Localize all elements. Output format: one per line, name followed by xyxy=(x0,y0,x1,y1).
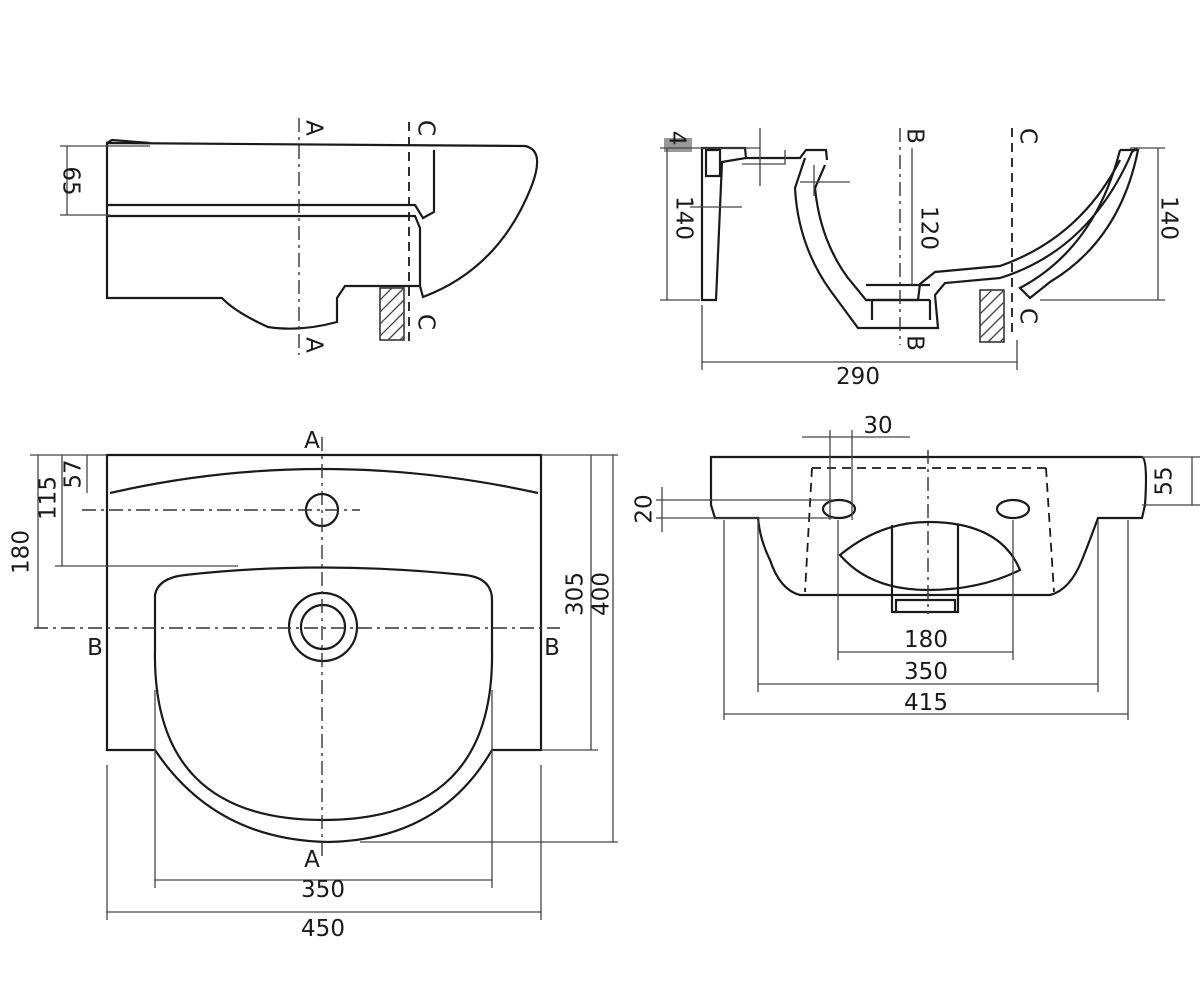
top-mark-a-top: A xyxy=(304,428,320,454)
front-hidden-right xyxy=(1045,467,1055,593)
top-view: 57 115 180 305 400 350 450 A A B B xyxy=(9,428,618,942)
bb-right-rim xyxy=(1018,148,1140,300)
top-mark-b-right: B xyxy=(544,635,560,661)
bb-tap-hole xyxy=(742,128,850,196)
aa-inner-edge xyxy=(107,214,422,286)
aa-top-lip xyxy=(106,138,151,145)
top-drain-inner xyxy=(299,603,347,651)
bb-mark-b-top: B xyxy=(902,128,928,144)
front-dim-180-label: 180 xyxy=(904,627,948,653)
front-dim-30-label: 30 xyxy=(863,413,892,439)
bb-dim-290 xyxy=(701,305,1018,370)
front-dims-bottom xyxy=(723,520,1129,720)
top-dim-400: 400 xyxy=(589,572,615,616)
bb-mark-c-top: C xyxy=(1015,128,1041,144)
front-drain xyxy=(890,525,960,614)
top-dim-305: 305 xyxy=(563,572,589,616)
front-tap-hole-left xyxy=(821,498,857,520)
bb-dim-140-left-label: 140 xyxy=(671,196,697,240)
section-bb-view: 4 140 120 140 290 B B C C xyxy=(660,128,1182,390)
front-tap-hole-right xyxy=(995,498,1031,520)
top-mark-b-left: B xyxy=(87,635,103,661)
bb-dim-140-right xyxy=(1040,147,1165,301)
aa-dim-65-label: 65 xyxy=(58,166,84,195)
front-dim-30 xyxy=(802,430,910,520)
front-dim-55-label: 55 xyxy=(1152,466,1178,495)
aa-wall-hatch xyxy=(379,287,405,341)
top-dim-180: 180 xyxy=(9,530,35,574)
aa-mark-a-top: A xyxy=(301,120,327,136)
aa-mark-c-top: C xyxy=(413,120,439,136)
front-dim-20 xyxy=(656,487,834,532)
bb-mark-c-bottom: C xyxy=(1015,308,1041,324)
bb-dim-140-left xyxy=(660,147,760,301)
bb-dim-4-label: 4 xyxy=(664,131,690,146)
top-dims-right xyxy=(360,454,618,843)
front-dim-415-label: 415 xyxy=(904,690,948,716)
aa-mark-c-bottom: C xyxy=(413,314,439,330)
front-view: 30 20 55 180 350 415 xyxy=(632,413,1200,720)
top-dim-450: 450 xyxy=(301,916,345,942)
bb-bowl-inner xyxy=(813,159,1121,302)
top-drain-outer xyxy=(287,591,359,663)
front-bowl xyxy=(838,520,1022,592)
front-outline xyxy=(709,455,1148,597)
bb-wall-hatch xyxy=(979,289,1005,343)
aa-dim-65 xyxy=(60,145,150,216)
bb-dim-140-right-label: 140 xyxy=(1156,196,1182,240)
top-dim-350: 350 xyxy=(301,877,345,903)
section-aa-view: 65 A A C C xyxy=(58,118,539,355)
top-mark-a-bottom: A xyxy=(304,847,320,873)
front-dim-350-label: 350 xyxy=(904,659,948,685)
bb-back-wall xyxy=(700,146,748,302)
aa-mark-a-bottom: A xyxy=(301,337,327,353)
top-outline xyxy=(105,453,543,844)
bb-bowl-outer xyxy=(793,147,1138,330)
front-hidden-left xyxy=(804,467,813,593)
bb-back-tab xyxy=(704,148,722,178)
bb-dim-290-label: 290 xyxy=(836,364,880,390)
top-back-curve xyxy=(109,467,539,495)
front-dim-55 xyxy=(1142,456,1200,506)
bb-dim-120-label: 120 xyxy=(916,206,942,250)
bb-drain-stub xyxy=(866,283,932,320)
top-dim-57: 57 xyxy=(61,459,87,488)
top-dims-bottom xyxy=(106,690,542,920)
front-dim-20-label: 20 xyxy=(632,494,658,523)
top-bowl-rim xyxy=(153,566,494,822)
bb-mark-b-bottom: B xyxy=(902,335,928,351)
aa-shelf-line xyxy=(107,150,436,220)
top-dims-left xyxy=(30,454,238,628)
aa-outline xyxy=(105,141,539,330)
bb-shelf xyxy=(745,148,829,161)
top-dim-115: 115 xyxy=(36,476,62,520)
